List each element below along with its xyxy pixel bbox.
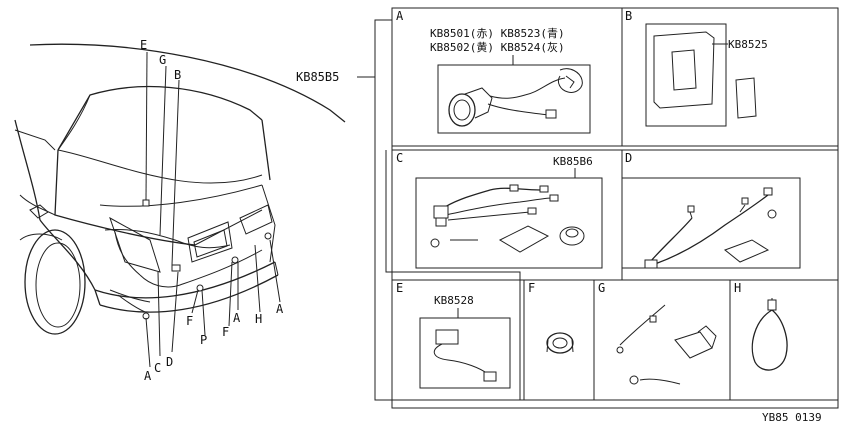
panel-h-letter: H — [734, 281, 741, 295]
car-leader-lines — [145, 51, 281, 368]
panel-b-letter: B — [625, 9, 632, 23]
car-rear-illustration — [14, 43, 346, 335]
panel-b-part: KB8525 — [728, 38, 768, 51]
panel-c-letter: C — [396, 151, 403, 165]
car-label-h: H — [255, 312, 262, 326]
car-label-b: B — [174, 68, 181, 82]
panel-a-line2: KB8502(黄) KB8524(灰) — [430, 40, 565, 54]
panel-f: F — [523, 279, 595, 401]
panel-c: C KB85B6 — [391, 149, 623, 281]
panel-e-letter: E — [396, 281, 403, 295]
panel-e: E KB8528 — [391, 279, 525, 401]
car-label-a1: A — [233, 311, 241, 325]
panel-g-letter: G — [598, 281, 605, 295]
car-label-a3: A — [144, 369, 152, 383]
car-labels: E G B A C D F P F A H A — [140, 38, 284, 383]
panel-a-letter: A — [396, 9, 404, 23]
car-label-g: G — [159, 53, 166, 67]
panel-f-letter: F — [528, 281, 535, 295]
car-label-a2: A — [276, 302, 284, 316]
panel-d-letter: D — [625, 151, 632, 165]
drawing-number: YB85 0139 — [762, 411, 822, 424]
panel-e-part: KB8528 — [434, 294, 474, 307]
panel-g: G — [593, 279, 731, 401]
car-label-f2: F — [222, 325, 229, 339]
panel-a-line1: KB8501(赤) KB8523(青) — [430, 27, 565, 40]
car-label-d: D — [166, 355, 173, 369]
panel-c-part: KB85B6 — [553, 155, 593, 168]
panel-a: A KB8501(赤) KB8523(青) KB8502(黄) KB8524(灰… — [391, 7, 623, 147]
kit-frame: KB85B5 — [296, 7, 839, 409]
car-label-e: E — [140, 38, 147, 52]
panel-h: H — [729, 279, 839, 401]
group-code-label: KB85B5 — [296, 70, 339, 84]
car-label-f1: F — [186, 314, 193, 328]
car-label-c: C — [154, 361, 161, 375]
panel-d: D — [621, 149, 839, 281]
car-label-p: P — [200, 333, 207, 347]
panel-b: B KB8525 — [621, 7, 839, 147]
